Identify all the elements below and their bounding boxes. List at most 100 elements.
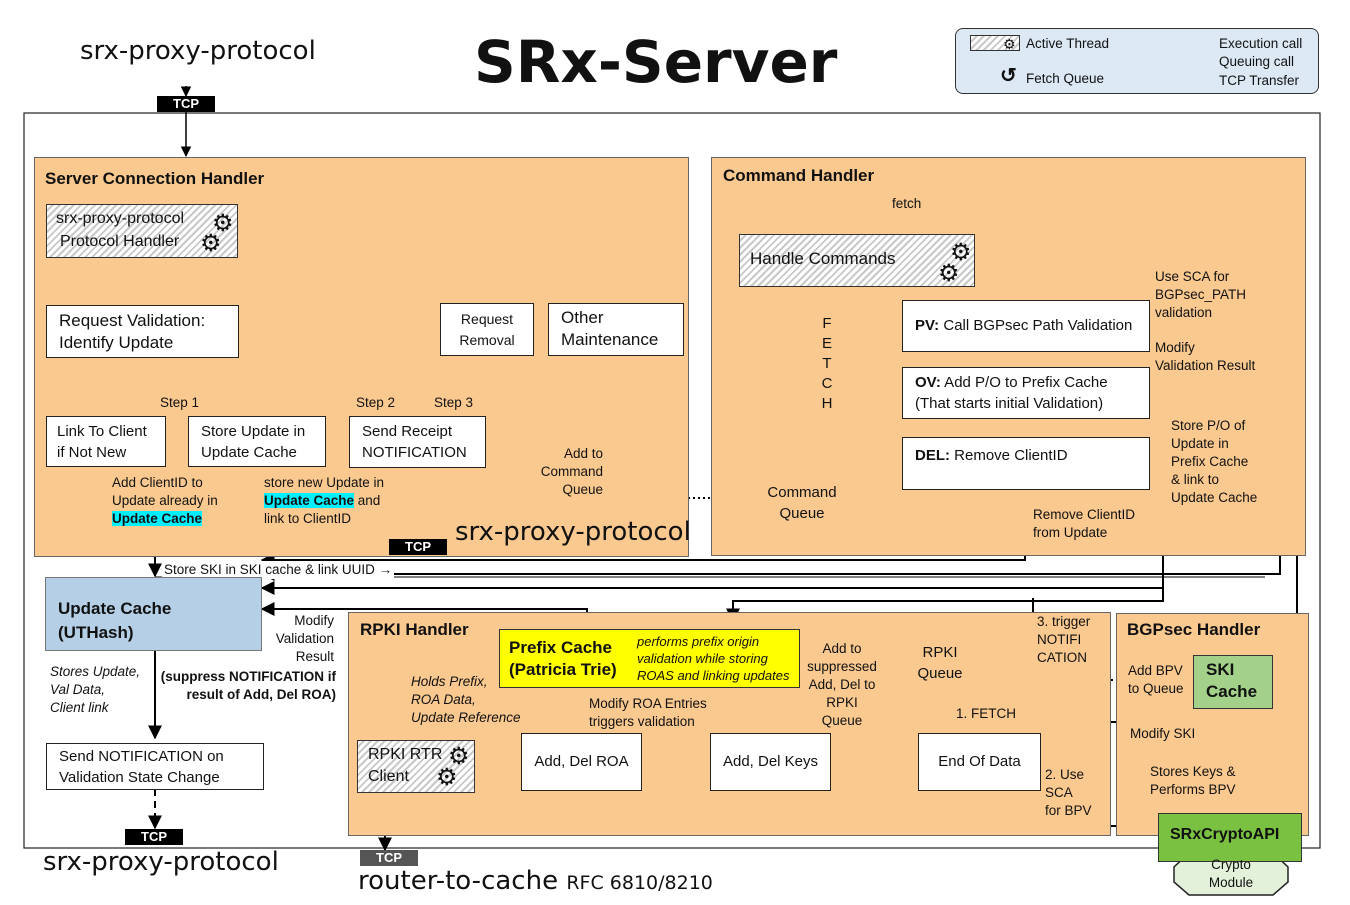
holds-note: Holds Prefix, ROA Data, Update Reference bbox=[411, 673, 521, 727]
stores-keys-note: Stores Keys & Performs BPV bbox=[1150, 763, 1236, 799]
prefix-note-3: ROAS and linking updates bbox=[637, 668, 790, 683]
use-sca-bpv-3: for BPV bbox=[1045, 803, 1092, 818]
send-receipt-label-2: NOTIFICATION bbox=[362, 444, 467, 461]
request-removal-label-1: Request bbox=[460, 311, 514, 327]
legend-active-thread: Active Thread bbox=[1026, 36, 1110, 51]
modify-roa-1: Modify ROA Entries bbox=[589, 696, 707, 711]
ov-text: Add P/O to Prefix Cache bbox=[940, 374, 1108, 391]
del-text: Remove ClientID bbox=[950, 447, 1068, 464]
prefix-note-2: validation while storing bbox=[637, 651, 768, 666]
use-sca-bpv-note: 2. Use SCA for BPV bbox=[1045, 766, 1092, 820]
top-protocol-label: srx-proxy-protocol bbox=[80, 36, 316, 66]
store-update-box: Store Update in Update Cache bbox=[188, 416, 326, 467]
ov-box: OV: Add P/O to Prefix Cache (That starts… bbox=[902, 367, 1150, 419]
update-cache-title-1: Update Cache bbox=[58, 599, 172, 618]
trigger-notification-note: 3. trigger NOTIFI CATION bbox=[1037, 613, 1090, 667]
trigger-1: 3. trigger bbox=[1037, 614, 1091, 629]
uc-suppress-2: result of Add, Del ROA) bbox=[186, 687, 336, 702]
holds-1: Holds Prefix, bbox=[411, 674, 488, 689]
remove-cid-label-1: Remove ClientID bbox=[1033, 507, 1136, 522]
store-new-highlight: Update Cache bbox=[264, 493, 355, 508]
add-command-note: Add to Command Queue bbox=[538, 445, 603, 499]
ski-cache-box bbox=[1193, 655, 1273, 709]
prefix-note-1: performs prefix origin bbox=[637, 634, 760, 649]
router-to-cache-label: router-to-cache RFC 6810/8210 bbox=[358, 866, 713, 896]
store-po-label-4: & link to bbox=[1171, 472, 1220, 487]
uc-stores-2: Val Data, bbox=[50, 682, 106, 697]
stores-keys-2: Performs BPV bbox=[1150, 782, 1236, 797]
fetch-letter: C bbox=[821, 375, 833, 392]
crypto-module-label: Crypto Module bbox=[1174, 856, 1288, 892]
remove-cid-note: Remove ClientID from Update bbox=[1033, 506, 1135, 542]
holds-2: ROA Data, bbox=[411, 692, 476, 707]
srx-crypto-api-label: SRxCryptoAPI bbox=[1170, 826, 1280, 843]
legend-queuing-call: Queuing call bbox=[1219, 54, 1295, 69]
add-cmd-label-1: Add to bbox=[563, 446, 603, 461]
use-sca-bpv-1: 2. Use bbox=[1045, 767, 1085, 782]
add-to-2: suppressed bbox=[807, 659, 877, 674]
add-del-roa-box: Add, Del ROA bbox=[521, 733, 642, 791]
use-sca-note: Use SCA for BGPsec_PATH validation bbox=[1155, 268, 1246, 322]
step2-label: Step 2 bbox=[356, 395, 396, 410]
modify-roa-note: Modify ROA Entries triggers validation bbox=[589, 695, 707, 731]
add-cmd-label-2: Command bbox=[540, 464, 603, 479]
store-po-label-3: Prefix Cache bbox=[1171, 454, 1249, 469]
uc-modify-note: Modify Validation Result bbox=[272, 612, 334, 666]
legend-tcp-transfer: TCP Transfer bbox=[1219, 73, 1300, 88]
rpki-queue-1: RPKI bbox=[922, 644, 958, 661]
uc-bottom-protocol: srx-proxy-protocol bbox=[43, 847, 279, 877]
trigger-3: CATION bbox=[1037, 650, 1087, 665]
request-validation-label-2: Identify Update bbox=[59, 333, 174, 352]
send-notification-box: Send NOTIFICATION on Validation State Ch… bbox=[46, 743, 264, 790]
store-po-label-2: Update in bbox=[1171, 436, 1229, 451]
crypto-1: Crypto bbox=[1211, 857, 1251, 872]
crypto-2: Module bbox=[1208, 875, 1254, 890]
legend-fetch-queue: Fetch Queue bbox=[1026, 71, 1105, 86]
bgpsec-handler bbox=[1116, 613, 1309, 836]
rtr-client-label: RPKI RTR Client bbox=[368, 744, 442, 788]
uc-stores-1: Stores Update, bbox=[50, 664, 141, 679]
update-cache-box bbox=[45, 577, 262, 651]
link-client-label-2: if Not New bbox=[57, 444, 127, 461]
rpki-queue-label: RPKI Queue bbox=[889, 642, 991, 684]
rpki-queue-2: Queue bbox=[917, 665, 963, 682]
router-to-cache-text: router-to-cache bbox=[358, 866, 559, 896]
holds-3: Update Reference bbox=[411, 710, 521, 725]
legend-execution-call: Execution call bbox=[1219, 36, 1303, 51]
uc-tcp-badge: TCP bbox=[125, 829, 183, 845]
request-removal-box: Request Removal bbox=[440, 303, 534, 356]
ov-line2: (That starts initial Validation) bbox=[915, 395, 1104, 412]
request-validation-box: Request Validation: Identify Update bbox=[46, 305, 239, 358]
add-bpv-1: Add BPV bbox=[1128, 663, 1183, 678]
store-po-note: Store P/O of Update in Prefix Cache & li… bbox=[1171, 417, 1257, 507]
uc-stores-3: Client link bbox=[50, 700, 109, 715]
request-validation-label-1: Request Validation: bbox=[59, 311, 206, 330]
rtr-tcp-badge: TCP bbox=[360, 850, 418, 866]
del-box: DEL: Remove ClientID bbox=[902, 437, 1150, 490]
rtr-client-2: Client bbox=[368, 768, 409, 785]
rpki-handler-title: RPKI Handler bbox=[360, 620, 469, 639]
add-clientid-highlight: Update Cache bbox=[112, 511, 203, 526]
rtr-client-box bbox=[357, 740, 475, 793]
gear-icon: ⚙ bbox=[200, 229, 222, 257]
modify-vr-note: Modify Validation Result bbox=[1155, 339, 1255, 375]
ski-link-label: Store SKI in SKI cache & link UUID → bbox=[162, 561, 395, 579]
store-po-label-1: Store P/O of bbox=[1171, 418, 1246, 433]
page-title: SRx-Server bbox=[474, 28, 838, 96]
link-client-box: Link To Client if Not New bbox=[46, 416, 166, 467]
add-to-suppressed-note: Add to suppressed Add, Del to RPKI Queue bbox=[806, 640, 878, 730]
server-frame bbox=[23, 112, 1321, 849]
uc-modify-2: Validation bbox=[275, 631, 334, 646]
other-maintenance-box: Other Maintenance bbox=[548, 303, 684, 356]
ski-cache-label: SKI Cache bbox=[1206, 659, 1257, 703]
store-po-label-5: Update Cache bbox=[1171, 490, 1258, 505]
protocol-handler-box bbox=[46, 204, 238, 258]
gear-icon: ⚙ bbox=[448, 742, 470, 770]
send-receipt-box: Send Receipt NOTIFICATION bbox=[349, 416, 486, 468]
fetch-queue-icon: ↺ bbox=[1000, 65, 1017, 87]
command-queue-label: Command Queue bbox=[752, 482, 852, 524]
store-new-and: and bbox=[354, 493, 381, 508]
rtr-client-1: RPKI RTR bbox=[368, 746, 443, 763]
handle-commands-label: Handle Commands bbox=[750, 249, 896, 268]
request-removal-label-2: Removal bbox=[459, 332, 515, 348]
